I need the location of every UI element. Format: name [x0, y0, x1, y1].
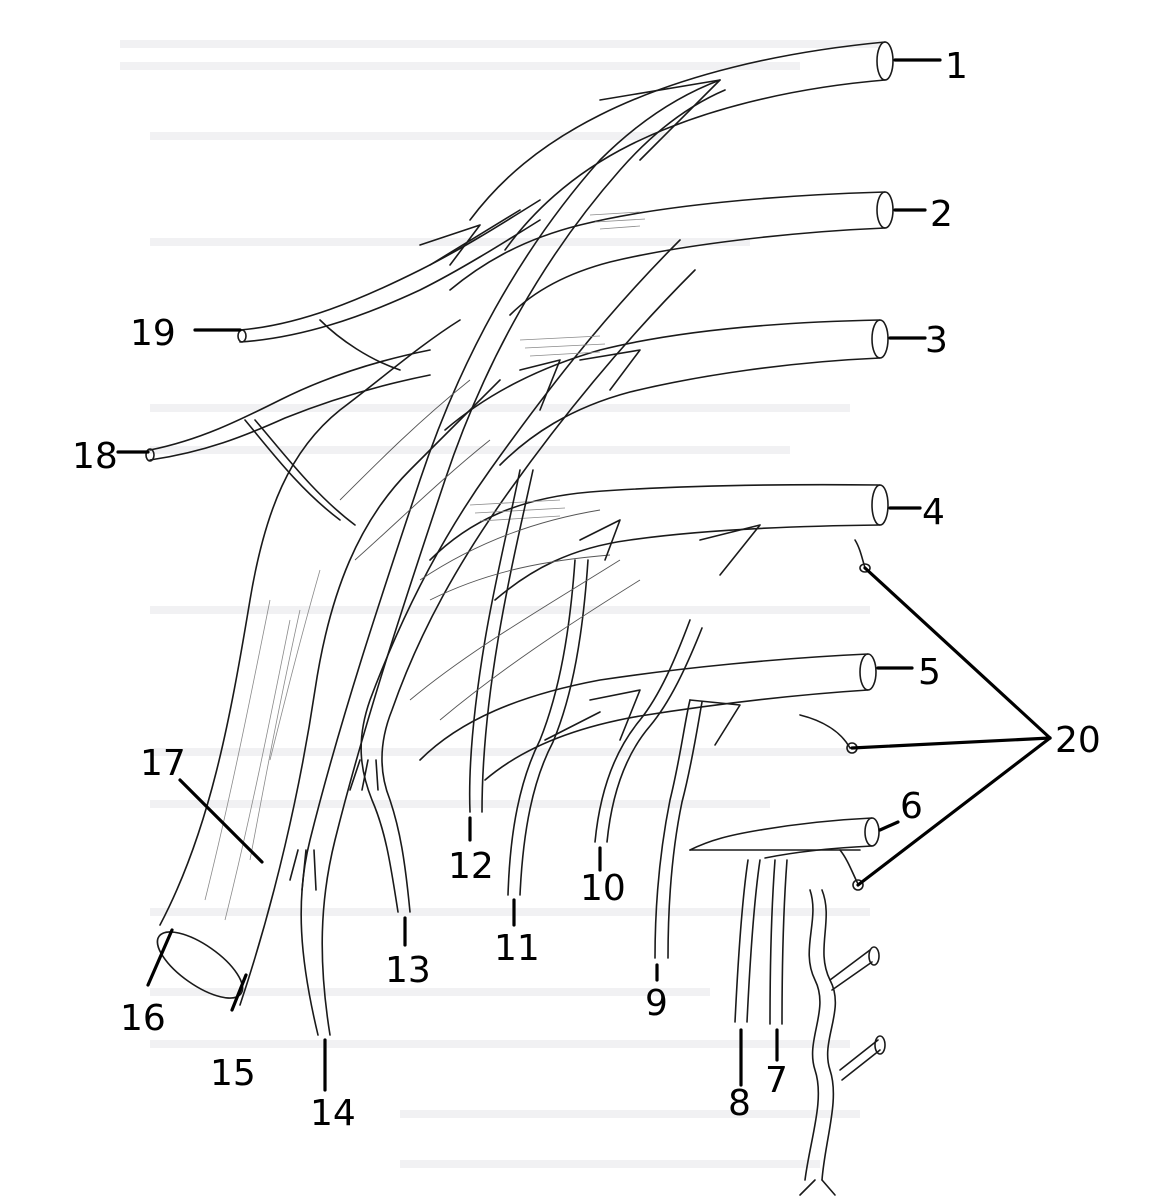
branches-8-7 [734, 859, 788, 1025]
number-labels: 1 2 3 4 5 6 7 8 9 10 11 12 13 14 15 16 1… [72, 46, 1101, 1134]
branch-11 [507, 559, 601, 896]
leader-15 [230, 973, 248, 1012]
leader-20b [850, 736, 1052, 750]
root-3 [444, 319, 889, 466]
faint-background-lines [120, 40, 880, 1168]
label-8: 8 [728, 1083, 751, 1124]
posterior-femoral-cutaneous [289, 79, 726, 1036]
label-13: 13 [385, 950, 431, 991]
label-18: 18 [72, 436, 118, 477]
leader-16 [146, 928, 174, 987]
branch-10 [594, 619, 703, 843]
nerve-drawing [145, 41, 894, 1196]
branch-9 [654, 699, 861, 959]
label-2: 2 [930, 194, 953, 235]
leader-lines [116, 58, 1052, 1092]
label-6: 6 [900, 786, 923, 827]
branch-12 [468, 469, 534, 813]
leader-6 [878, 820, 900, 832]
pudendal-nerve [349, 239, 696, 913]
label-7: 7 [765, 1060, 788, 1101]
root-6 [689, 817, 880, 859]
root-4 [429, 483, 889, 601]
leader-17 [178, 778, 264, 864]
root-1 [469, 41, 894, 251]
interconnecting-branches [339, 349, 761, 746]
label-11: 11 [494, 928, 540, 969]
label-12: 12 [448, 846, 494, 887]
label-9: 9 [645, 983, 668, 1024]
label-10: 10 [580, 868, 626, 909]
label-5: 5 [918, 652, 941, 693]
label-14: 14 [310, 1093, 356, 1134]
rami-communicantes [799, 539, 871, 891]
label-17: 17 [140, 743, 186, 784]
label-3: 3 [925, 320, 948, 361]
label-20: 20 [1055, 720, 1101, 761]
label-19: 19 [130, 313, 176, 354]
sciatic-trunk [156, 319, 501, 1006]
label-16: 16 [120, 998, 166, 1039]
leader-20a [863, 566, 1052, 740]
root-2 [449, 191, 894, 316]
label-15: 15 [210, 1053, 256, 1094]
branches-19-18 [145, 199, 541, 526]
root-5 [419, 653, 877, 781]
label-1: 1 [945, 46, 968, 87]
label-4: 4 [922, 492, 945, 533]
leader-20c [856, 736, 1052, 887]
coccygeal-plexus [799, 889, 886, 1196]
